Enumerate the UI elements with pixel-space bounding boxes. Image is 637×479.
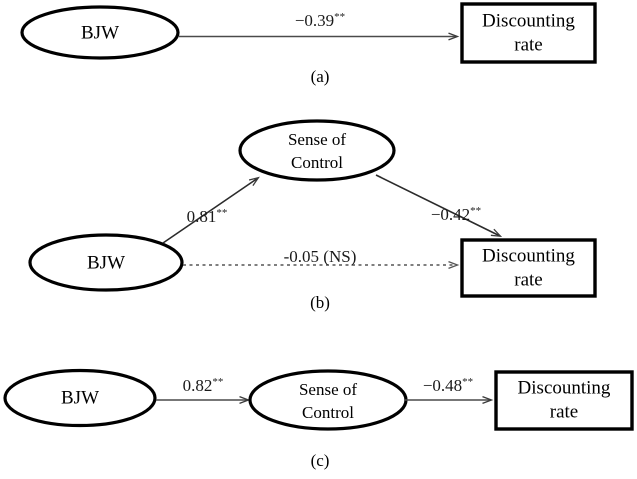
panel-a: BJW −0.39** Discounting rate (a) (20, 2, 597, 86)
edge-a-direct-label: −0.39** (295, 11, 345, 30)
edge-c-soc-to-disc: −0.48** (405, 376, 494, 405)
node-discounting-rate-a: Discounting rate (460, 2, 597, 64)
rect-shape (460, 2, 597, 64)
significance-stars: ** (212, 376, 223, 388)
node-soc-label-line1: Sense of (299, 380, 357, 399)
edge-b-soc-to-disc: −0.42** (375, 174, 503, 238)
edge-b-soc-to-disc-label: −0.42** (431, 205, 481, 224)
rect-shape (494, 370, 634, 431)
node-sense-of-control-b: Sense of Control (238, 119, 396, 182)
coefficient-value: −0.39 (295, 11, 334, 30)
significance-stars: ** (334, 11, 345, 23)
edge-b-bjw-to-disc: -0.05 (NS) (183, 247, 460, 270)
node-discounting-label-line2: rate (550, 401, 578, 422)
edge-b-bjw-to-soc: 0.81** (162, 176, 260, 244)
ellipse-shape (20, 5, 180, 60)
caption-panel-a: (a) (311, 67, 330, 86)
node-soc-label-line2: Control (291, 153, 343, 172)
ellipse-shape (28, 233, 184, 292)
edge-c-bjw-to-soc-label: 0.82** (183, 376, 224, 395)
node-bjw-a: BJW (20, 5, 180, 60)
ellipse-shape (3, 368, 157, 428)
coefficient-value: 0.82 (183, 376, 213, 395)
edge-b-bjw-to-disc-label: -0.05 (NS) (284, 247, 357, 266)
edge-a-direct: −0.39** (179, 11, 460, 41)
ellipse-shape (238, 119, 396, 182)
rect-shape (460, 238, 597, 298)
edge-line (162, 176, 260, 244)
caption-panel-b: (b) (310, 293, 330, 312)
node-soc-label-line1: Sense of (288, 130, 346, 149)
node-discounting-rate-b: Discounting rate (460, 238, 597, 298)
coefficient-value: −0.42 (431, 205, 470, 224)
node-discounting-label-line1: Discounting (482, 10, 575, 31)
significance-stars: ** (462, 376, 473, 388)
node-discounting-label-line1: Discounting (518, 377, 611, 398)
node-soc-label-line2: Control (302, 403, 354, 422)
edge-b-bjw-to-soc-label: 0.81** (187, 207, 228, 226)
significance-stars: ** (470, 205, 481, 217)
significance-stars: ** (216, 207, 227, 219)
node-bjw-c: BJW (3, 368, 157, 428)
node-discounting-label-line2: rate (514, 269, 542, 290)
edge-c-bjw-to-soc: 0.82** (156, 376, 251, 405)
caption-panel-c: (c) (311, 451, 330, 470)
node-bjw-label: BJW (81, 22, 119, 43)
node-bjw-label: BJW (87, 252, 125, 273)
coefficient-value: −0.48 (423, 376, 462, 395)
coefficient-value: 0.81 (187, 207, 217, 226)
node-bjw-label: BJW (61, 387, 99, 408)
node-discounting-rate-c: Discounting rate (494, 370, 634, 431)
panel-b: Sense of Control BJW Discounting rate 0.… (28, 119, 597, 312)
edge-line (375, 174, 503, 238)
node-discounting-label-line1: Discounting (482, 245, 575, 266)
edge-c-soc-to-disc-label: −0.48** (423, 376, 473, 395)
node-discounting-label-line2: rate (514, 34, 542, 55)
node-sense-of-control-c: Sense of Control (248, 369, 408, 431)
panel-c: BJW 0.82** Sense of Control −0.48** (3, 368, 634, 470)
node-bjw-b: BJW (28, 233, 184, 292)
